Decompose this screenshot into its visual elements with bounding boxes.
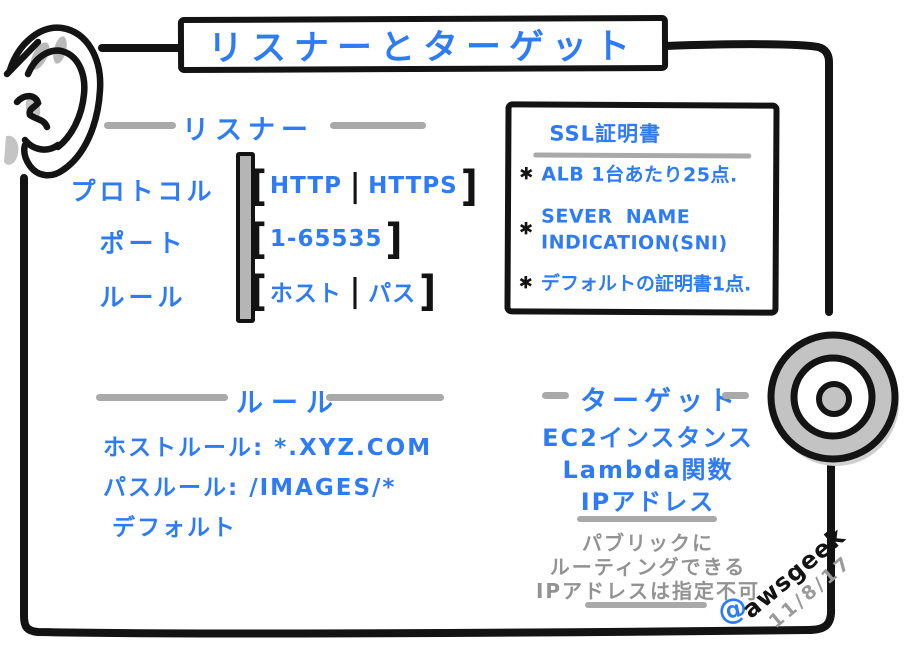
bullseye-target-icon (767, 331, 899, 466)
ssl-certificate-box: SSL証明書 ✱ ALB 1台あたり25点. ✱ SEVER NAME INDI… (504, 101, 780, 316)
asterisk-bullet-icon: ✱ (518, 219, 534, 240)
ear-icon (3, 24, 104, 179)
listener-heading-dash-right (330, 122, 426, 129)
targets-heading-dash-right (722, 392, 749, 399)
listener-heading-dash-left (104, 122, 176, 129)
protocol-label: プロトコル (70, 177, 216, 206)
port-range: 1-65535 (269, 226, 383, 252)
target-note-line-2: ルーティングできる (549, 555, 747, 579)
left-bracket: [ (250, 214, 267, 264)
target-note-line-3: IPアドレスは指定不可 (535, 579, 761, 603)
ssl-item-text: デフォルトの証明書1点. (540, 272, 752, 296)
right-bracket: ] (460, 161, 478, 211)
target-type-ec2: EC2インスタンス (542, 424, 754, 452)
targets-heading-dash-left (542, 392, 569, 399)
target-note-rule-top (577, 516, 717, 522)
pipe-separator: | (349, 166, 361, 205)
ssl-item-1: ✱ ALB 1台あたり25点. (519, 161, 738, 188)
page-title: リスナーとターゲット (177, 14, 669, 74)
rule-option-host: ホスト (269, 281, 342, 307)
ssl-item-text: SEVER NAME INDICATION(SNI) (541, 205, 728, 255)
listener-heading: リスナー (182, 115, 314, 146)
target-note-rule-bottom (585, 602, 707, 608)
target-type-lambda: Lambda関数 (562, 456, 734, 484)
protocol-value: [ HTTP | HTTPS ] (250, 163, 478, 209)
listener-divider-bar (236, 152, 255, 323)
host-rule-line: ホストルール: *.XYZ.COM (103, 435, 433, 461)
target-note-line-1: パブリックに (582, 531, 714, 555)
rule-value: [ ホスト | パス ] (250, 268, 436, 314)
asterisk-bullet-icon: ✱ (518, 273, 533, 294)
ssl-item-2: ✱ SEVER NAME INDICATION(SNI) (519, 203, 757, 256)
rules-heading-dash-left (96, 394, 228, 401)
ssl-box-heading: SSL証明書 (549, 121, 662, 147)
targets-heading: ターゲット (580, 386, 740, 417)
rule-label: ルール (99, 283, 187, 312)
left-bracket: [ (250, 266, 267, 316)
protocol-option-https: HTTPS (368, 173, 458, 199)
page-title-text: リスナーとターゲット (207, 26, 639, 69)
protocol-option-http: HTTP (269, 173, 342, 199)
rules-heading: ルール (236, 388, 341, 419)
rule-option-path: パス (368, 281, 417, 307)
left-bracket: [ (250, 161, 267, 211)
path-rule-line: パスルール: /IMAGES/* (103, 475, 397, 501)
ssl-heading-underline (533, 152, 752, 159)
ssl-item-text: ALB 1台あたり25点. (541, 163, 738, 187)
ssl-item-3: ✱ デフォルトの証明書1点. (519, 270, 752, 297)
rules-heading-dash-right (326, 394, 444, 401)
target-type-ip: IPアドレス (580, 488, 716, 516)
port-label: ポート (99, 229, 187, 258)
port-value: [ 1-65535 ] (250, 216, 402, 262)
default-rule-line: デフォルト (112, 515, 237, 541)
right-bracket: ] (419, 266, 437, 316)
right-bracket: ] (385, 214, 403, 264)
pipe-separator: | (349, 271, 361, 310)
asterisk-bullet-icon: ✱ (519, 164, 534, 185)
